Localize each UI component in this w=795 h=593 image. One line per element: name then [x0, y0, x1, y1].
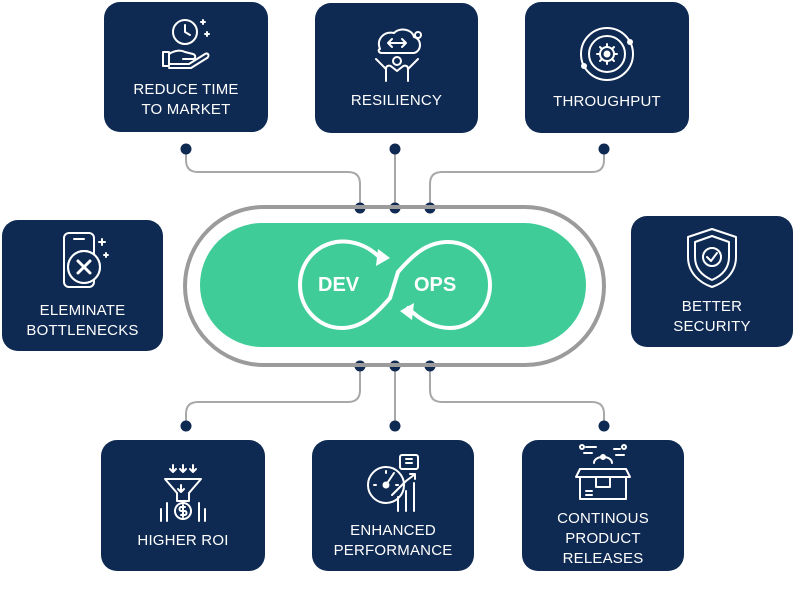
benefit-label: THROUGHPUT	[553, 92, 661, 110]
benefit-label: ENHANCED PERFORMANCE	[333, 521, 453, 559]
connector-reduce-time	[185, 150, 361, 207]
benefit-card-continous-product-releases: CONTINOUS PRODUCT RELEASES	[522, 440, 684, 571]
connector-releases	[429, 366, 605, 425]
benefit-card-better-security: BETTER SECURITY	[631, 216, 793, 347]
benefit-card-higher-roi: HIGHER ROI	[101, 440, 265, 571]
benefit-card-throughput: THROUGHPUT	[525, 2, 689, 133]
brain-gear-icon	[374, 28, 422, 82]
target-gear-icon	[580, 26, 634, 81]
hub-dev-label: DEV	[318, 274, 360, 296]
benefit-label: RESILIENCY	[350, 92, 443, 109]
hub-outer-ring	[183, 205, 606, 367]
benefit-card-resiliency: RESILIENCY	[315, 3, 478, 133]
speedometer-chart-icon	[367, 453, 419, 512]
shield-check-icon	[687, 227, 737, 288]
dot	[180, 143, 192, 155]
benefit-label: CONTINOUS PRODUCT RELEASES	[557, 509, 649, 567]
dot	[389, 143, 401, 155]
dot	[598, 420, 610, 432]
funnel-dollar-icon	[160, 463, 206, 522]
benefit-label: HIGHER ROI	[137, 531, 229, 549]
dot	[180, 420, 192, 432]
benefit-card-eliminate-bottlenecks: ELEMINATE BOTTLENECKS	[2, 220, 163, 351]
connector-higher-roi	[185, 366, 361, 425]
benefit-label: ELEMINATE BOTTLENECKS	[26, 301, 139, 339]
connector-throughput	[429, 150, 605, 207]
benefit-label: BETTER SECURITY	[673, 297, 751, 335]
benefit-card-enhanced-performance: ENHANCED PERFORMANCE	[312, 440, 474, 571]
phone-blocked-icon	[62, 231, 109, 288]
dot	[389, 420, 401, 432]
benefit-card-reduce-time-to-market: REDUCE TIME TO MARKET	[104, 2, 268, 132]
box-release-icon	[575, 443, 631, 500]
clock-hand-icon	[162, 19, 210, 69]
hub-ops-label: OPS	[414, 274, 457, 296]
infinity-loop-icon	[297, 239, 493, 331]
dot	[598, 143, 610, 155]
benefit-label: REDUCE TIME TO MARKET	[133, 81, 239, 118]
